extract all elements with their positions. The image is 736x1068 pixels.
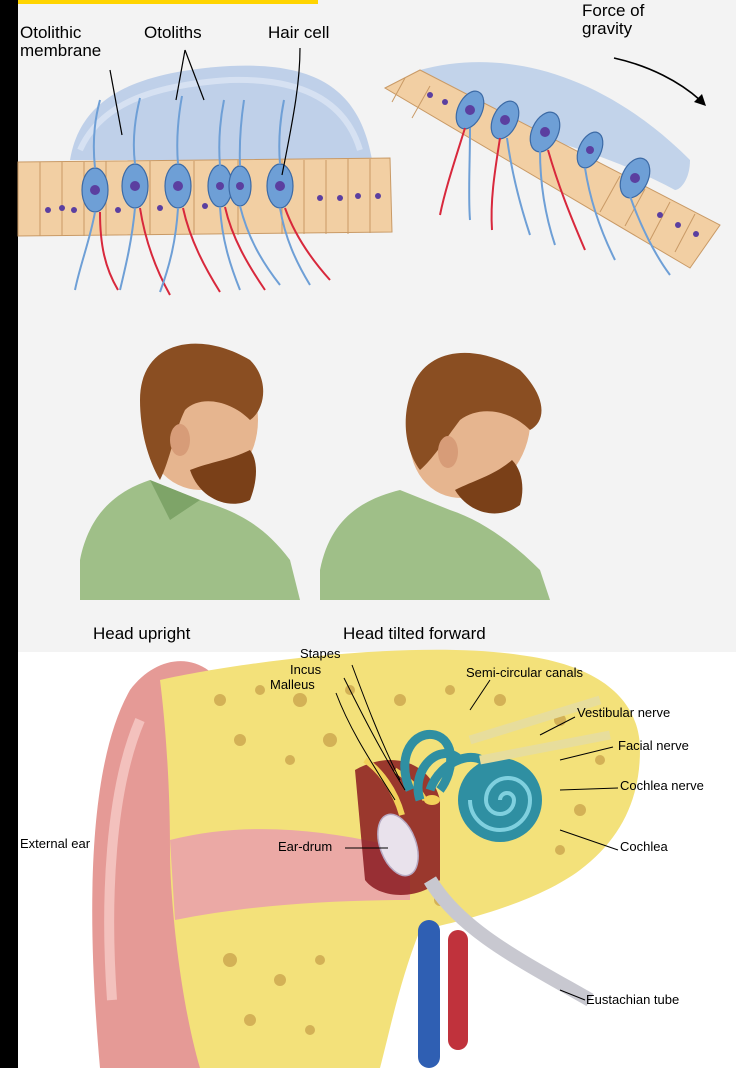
label-semi-circular-canals: Semi-circular canals: [466, 666, 583, 680]
vein: [418, 920, 440, 1068]
macula-upright: [18, 48, 392, 295]
ear-cross-section: [92, 650, 640, 1068]
label-facial-nerve: Facial nerve: [618, 739, 689, 753]
label-vestibular-nerve: Vestibular nerve: [577, 706, 670, 720]
caption-stub: [18, 0, 318, 4]
label-otolithic-membrane: Otolithic membrane: [20, 24, 116, 60]
label-hair-cell: Hair cell: [268, 24, 329, 42]
artery: [448, 930, 468, 1050]
label-stapes: Stapes: [300, 647, 340, 661]
head-upright: [80, 344, 300, 600]
label-force-of-gravity: Force of gravity: [582, 2, 652, 38]
head-tilted: [320, 342, 552, 600]
epithelium-upright: [18, 158, 392, 236]
label-eustachian-tube: Eustachian tube: [586, 993, 679, 1007]
macula-tilted: [385, 58, 720, 275]
gravity-arrow: [614, 58, 700, 100]
label-malleus: Malleus: [270, 678, 315, 692]
label-external-ear: External ear: [20, 837, 90, 851]
caption-head-tilted: Head tilted forward: [343, 625, 486, 643]
label-cochlea: Cochlea: [620, 840, 668, 854]
caption-head-upright: Head upright: [93, 625, 190, 643]
label-cochlea-nerve: Cochlea nerve: [620, 779, 704, 793]
label-otoliths: Otoliths: [144, 24, 202, 42]
label-ear-drum: Ear-drum: [278, 840, 332, 854]
label-incus: Incus: [290, 663, 321, 677]
